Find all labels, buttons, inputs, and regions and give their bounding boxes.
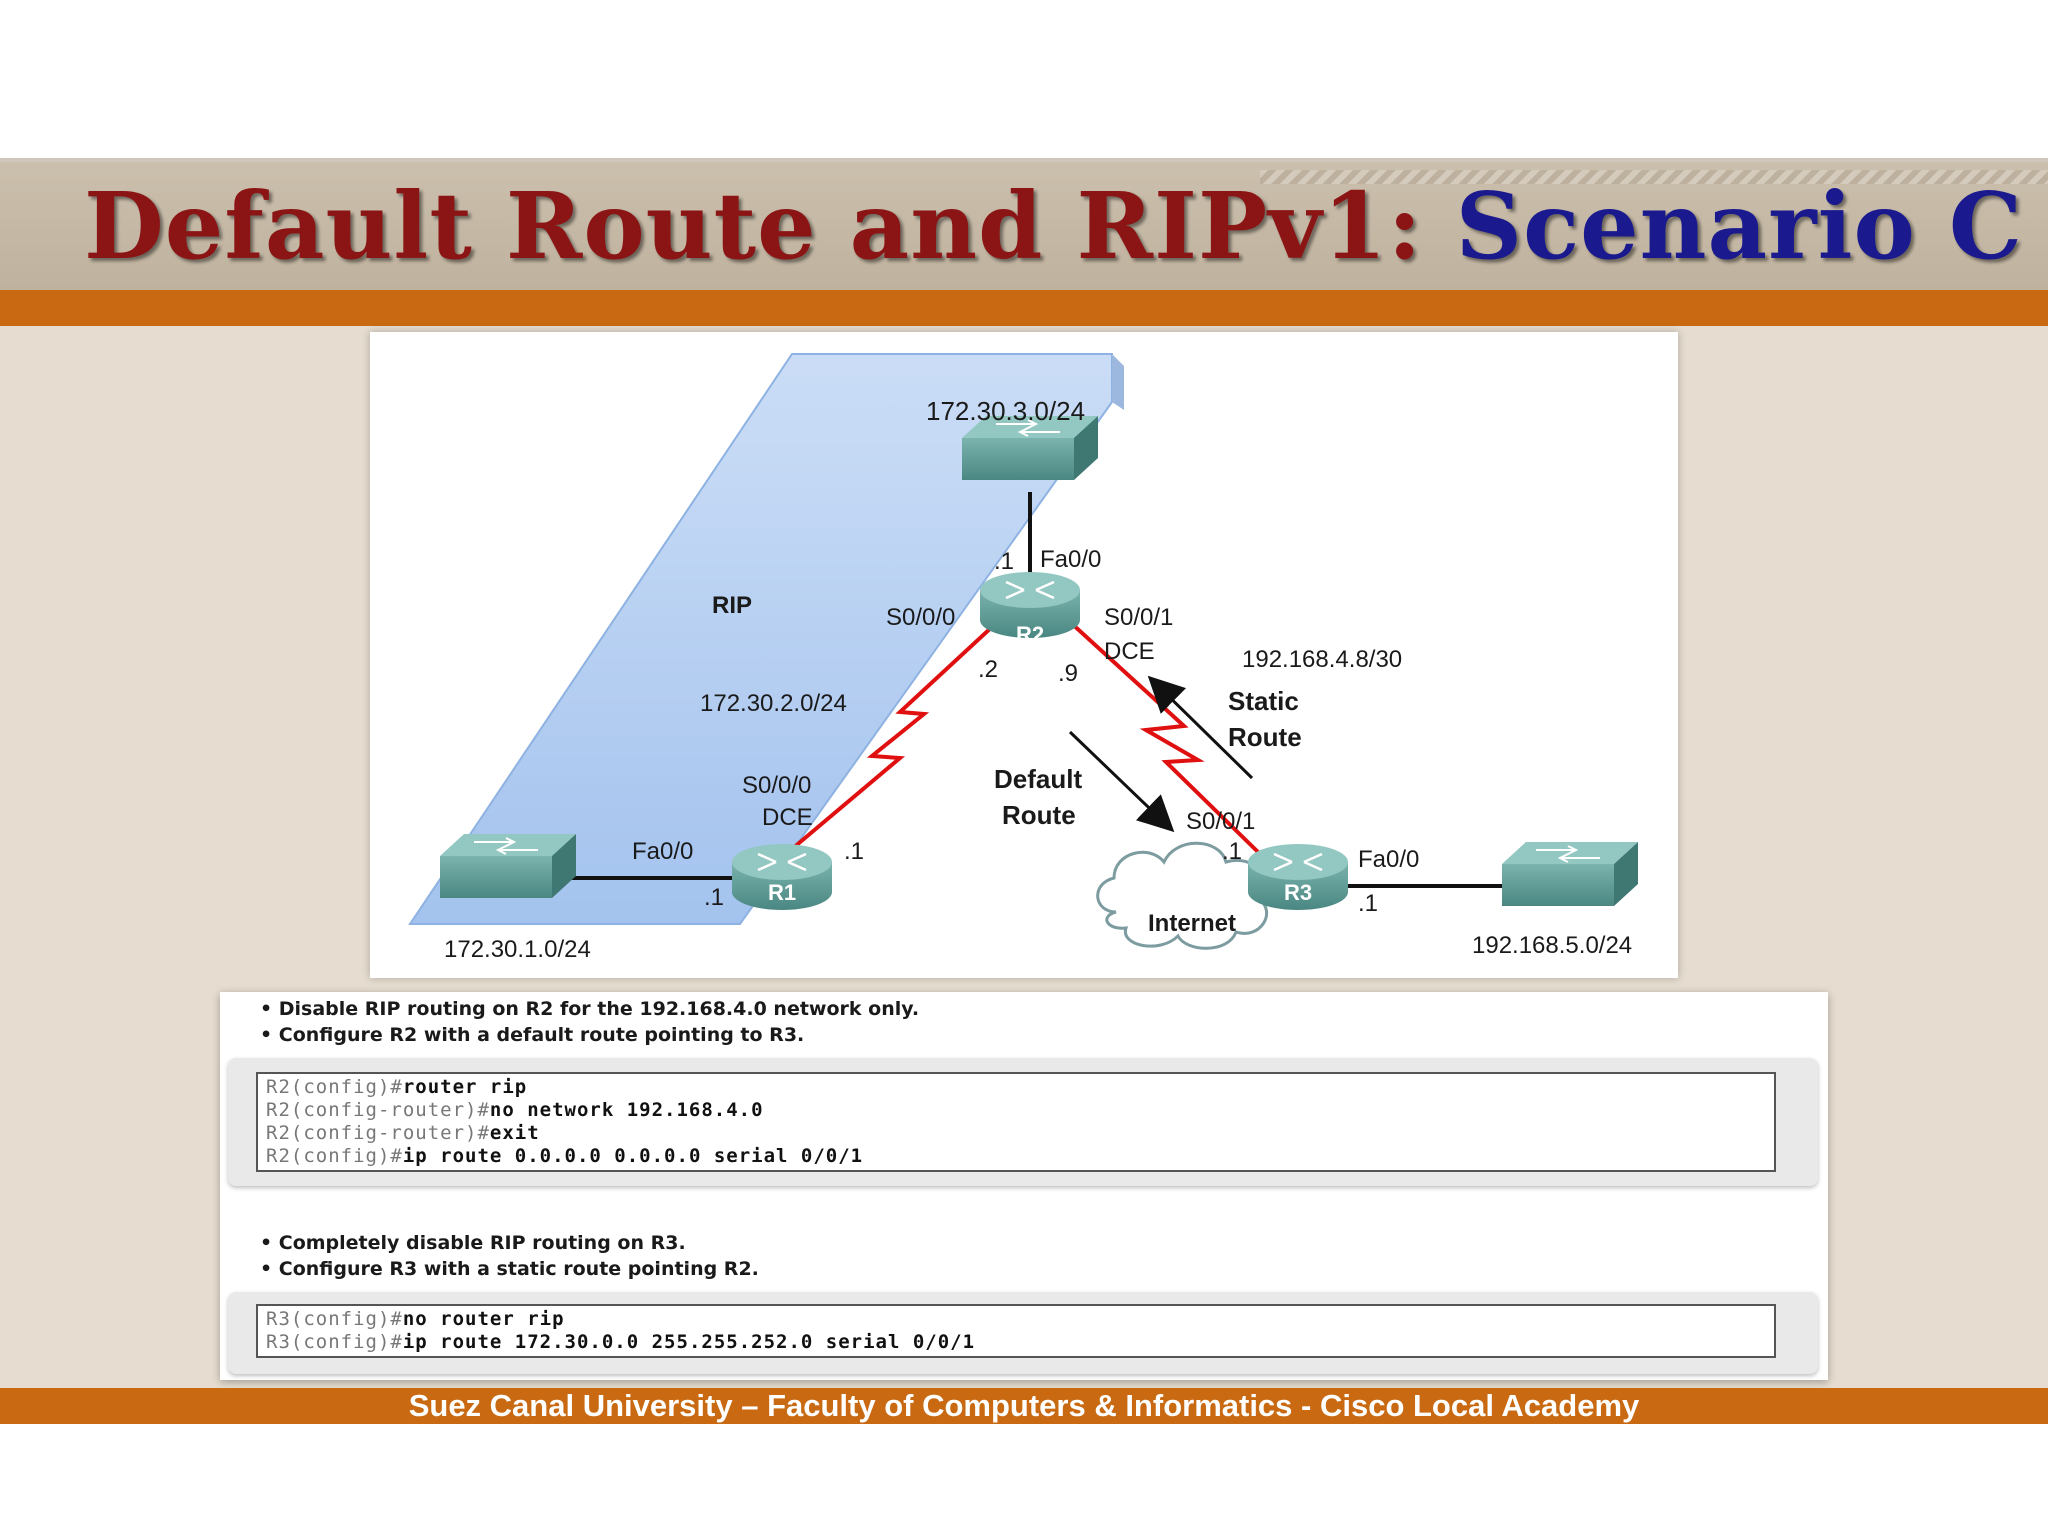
network-172-30-3-label: 172.30.3.0/24 — [926, 396, 1086, 426]
r3-fa-host-label: .1 — [1358, 890, 1379, 917]
cli-output-r2: R2(config)#router rip R2(config-router)#… — [256, 1072, 1776, 1172]
bullet-item: • Disable RIP routing on R2 for the 192.… — [260, 998, 920, 1020]
footer-band: Suez Canal University – Faculty of Compu… — [0, 1388, 2048, 1424]
serial-link-r1-r2 — [784, 612, 1008, 856]
r2-s000-host-label: .2 — [978, 656, 999, 683]
top-rule — [0, 158, 2048, 162]
cli-output-r3: R3(config)#no router rip R3(config)#ip r… — [256, 1304, 1776, 1358]
cli-line: R2(config)#router rip — [266, 1076, 528, 1098]
r2-s000-label: S0/0/0 — [886, 604, 956, 631]
cli-line: R3(config)#ip route 172.30.0.0 255.255.2… — [266, 1331, 976, 1353]
static-route-label-1: Static — [1228, 686, 1299, 716]
internet-label: Internet — [1148, 910, 1237, 937]
network-192-168-4-label: 192.168.4.8/30 — [1242, 646, 1403, 673]
cli-line: R3(config)#no router rip — [266, 1308, 565, 1330]
r2-fa-label: Fa0/0 — [1040, 546, 1102, 573]
default-route-label-2: Route — [1002, 800, 1076, 830]
network-172-30-2-label: 172.30.2.0/24 — [700, 690, 847, 717]
router-r2-label: R2 — [1016, 622, 1045, 647]
router-r3-device — [1248, 844, 1348, 910]
router-r3-label: R3 — [1284, 880, 1313, 905]
cli-line: R2(config)#ip route 0.0.0.0 0.0.0.0 seri… — [266, 1145, 864, 1167]
switch-right-device — [1502, 842, 1638, 906]
topology-diagram: 172.30.3.0/24 .1 Fa0/0 RIP S0/0/0 S0/0/1… — [370, 332, 1678, 978]
title-part-main: Default Route and RIPv1: — [84, 172, 1456, 280]
commands-panel: • Disable RIP routing on R2 for the 192.… — [220, 992, 1828, 1380]
r1-fa-host-label: .1 — [704, 884, 725, 911]
r2-fa-host-label: .1 — [994, 548, 1015, 575]
decorative-stripe — [1260, 170, 2048, 184]
router-r2-device — [980, 572, 1080, 638]
bullet-item: • Configure R2 with a default route poin… — [260, 1024, 805, 1046]
footer-text: Suez Canal University – Faculty of Compu… — [408, 1388, 1640, 1423]
network-172-30-1-label: 172.30.1.0/24 — [444, 936, 591, 963]
cli-box-r2: R2(config)#router rip R2(config-router)#… — [228, 1058, 1818, 1186]
bullet-item: • Completely disable RIP routing on R3. — [260, 1232, 686, 1254]
bullet-item: • Configure R3 with a static route point… — [260, 1258, 759, 1280]
r1-s-host-label: .1 — [844, 838, 865, 865]
cli-line: R2(config-router)#no network 192.168.4.0 — [266, 1099, 764, 1121]
switch-top-device — [962, 416, 1098, 480]
r3-s-host-label: .1 — [1222, 838, 1243, 865]
r2-s001-label: S0/0/1 — [1104, 604, 1174, 631]
r1-s000-label: S0/0/0 — [742, 772, 812, 799]
router-r1-device — [732, 844, 832, 910]
r3-s001-label: S0/0/1 — [1186, 808, 1256, 835]
default-route-label-1: Default — [994, 764, 1083, 794]
topology-graphic — [408, 353, 1638, 950]
cli-box-r3: R3(config)#no router rip R3(config)#ip r… — [228, 1292, 1818, 1374]
r1-dce-label: DCE — [762, 804, 813, 831]
r1-fa-label: Fa0/0 — [632, 838, 694, 865]
slide-title: Default Route and RIPv1: Scenario C — [84, 166, 2023, 286]
title-underline-band — [0, 290, 2048, 326]
network-192-168-5-label: 192.168.5.0/24 — [1472, 932, 1633, 959]
r2-dce-label: DCE — [1104, 638, 1155, 665]
default-route-arrow — [1068, 730, 1175, 833]
title-part-scenario: Scenario C — [1455, 172, 2024, 280]
cli-line: R2(config-router)#exit — [266, 1122, 540, 1144]
rip-area — [408, 353, 1113, 925]
switch-left-device — [440, 834, 576, 898]
r2-s001-host-label: .9 — [1058, 660, 1079, 687]
static-route-label-2: Route — [1228, 722, 1302, 752]
rip-area-label: RIP — [712, 592, 753, 619]
r3-fa-label: Fa0/0 — [1358, 846, 1420, 873]
router-r1-label: R1 — [768, 880, 797, 905]
static-route-arrow — [1147, 675, 1254, 780]
